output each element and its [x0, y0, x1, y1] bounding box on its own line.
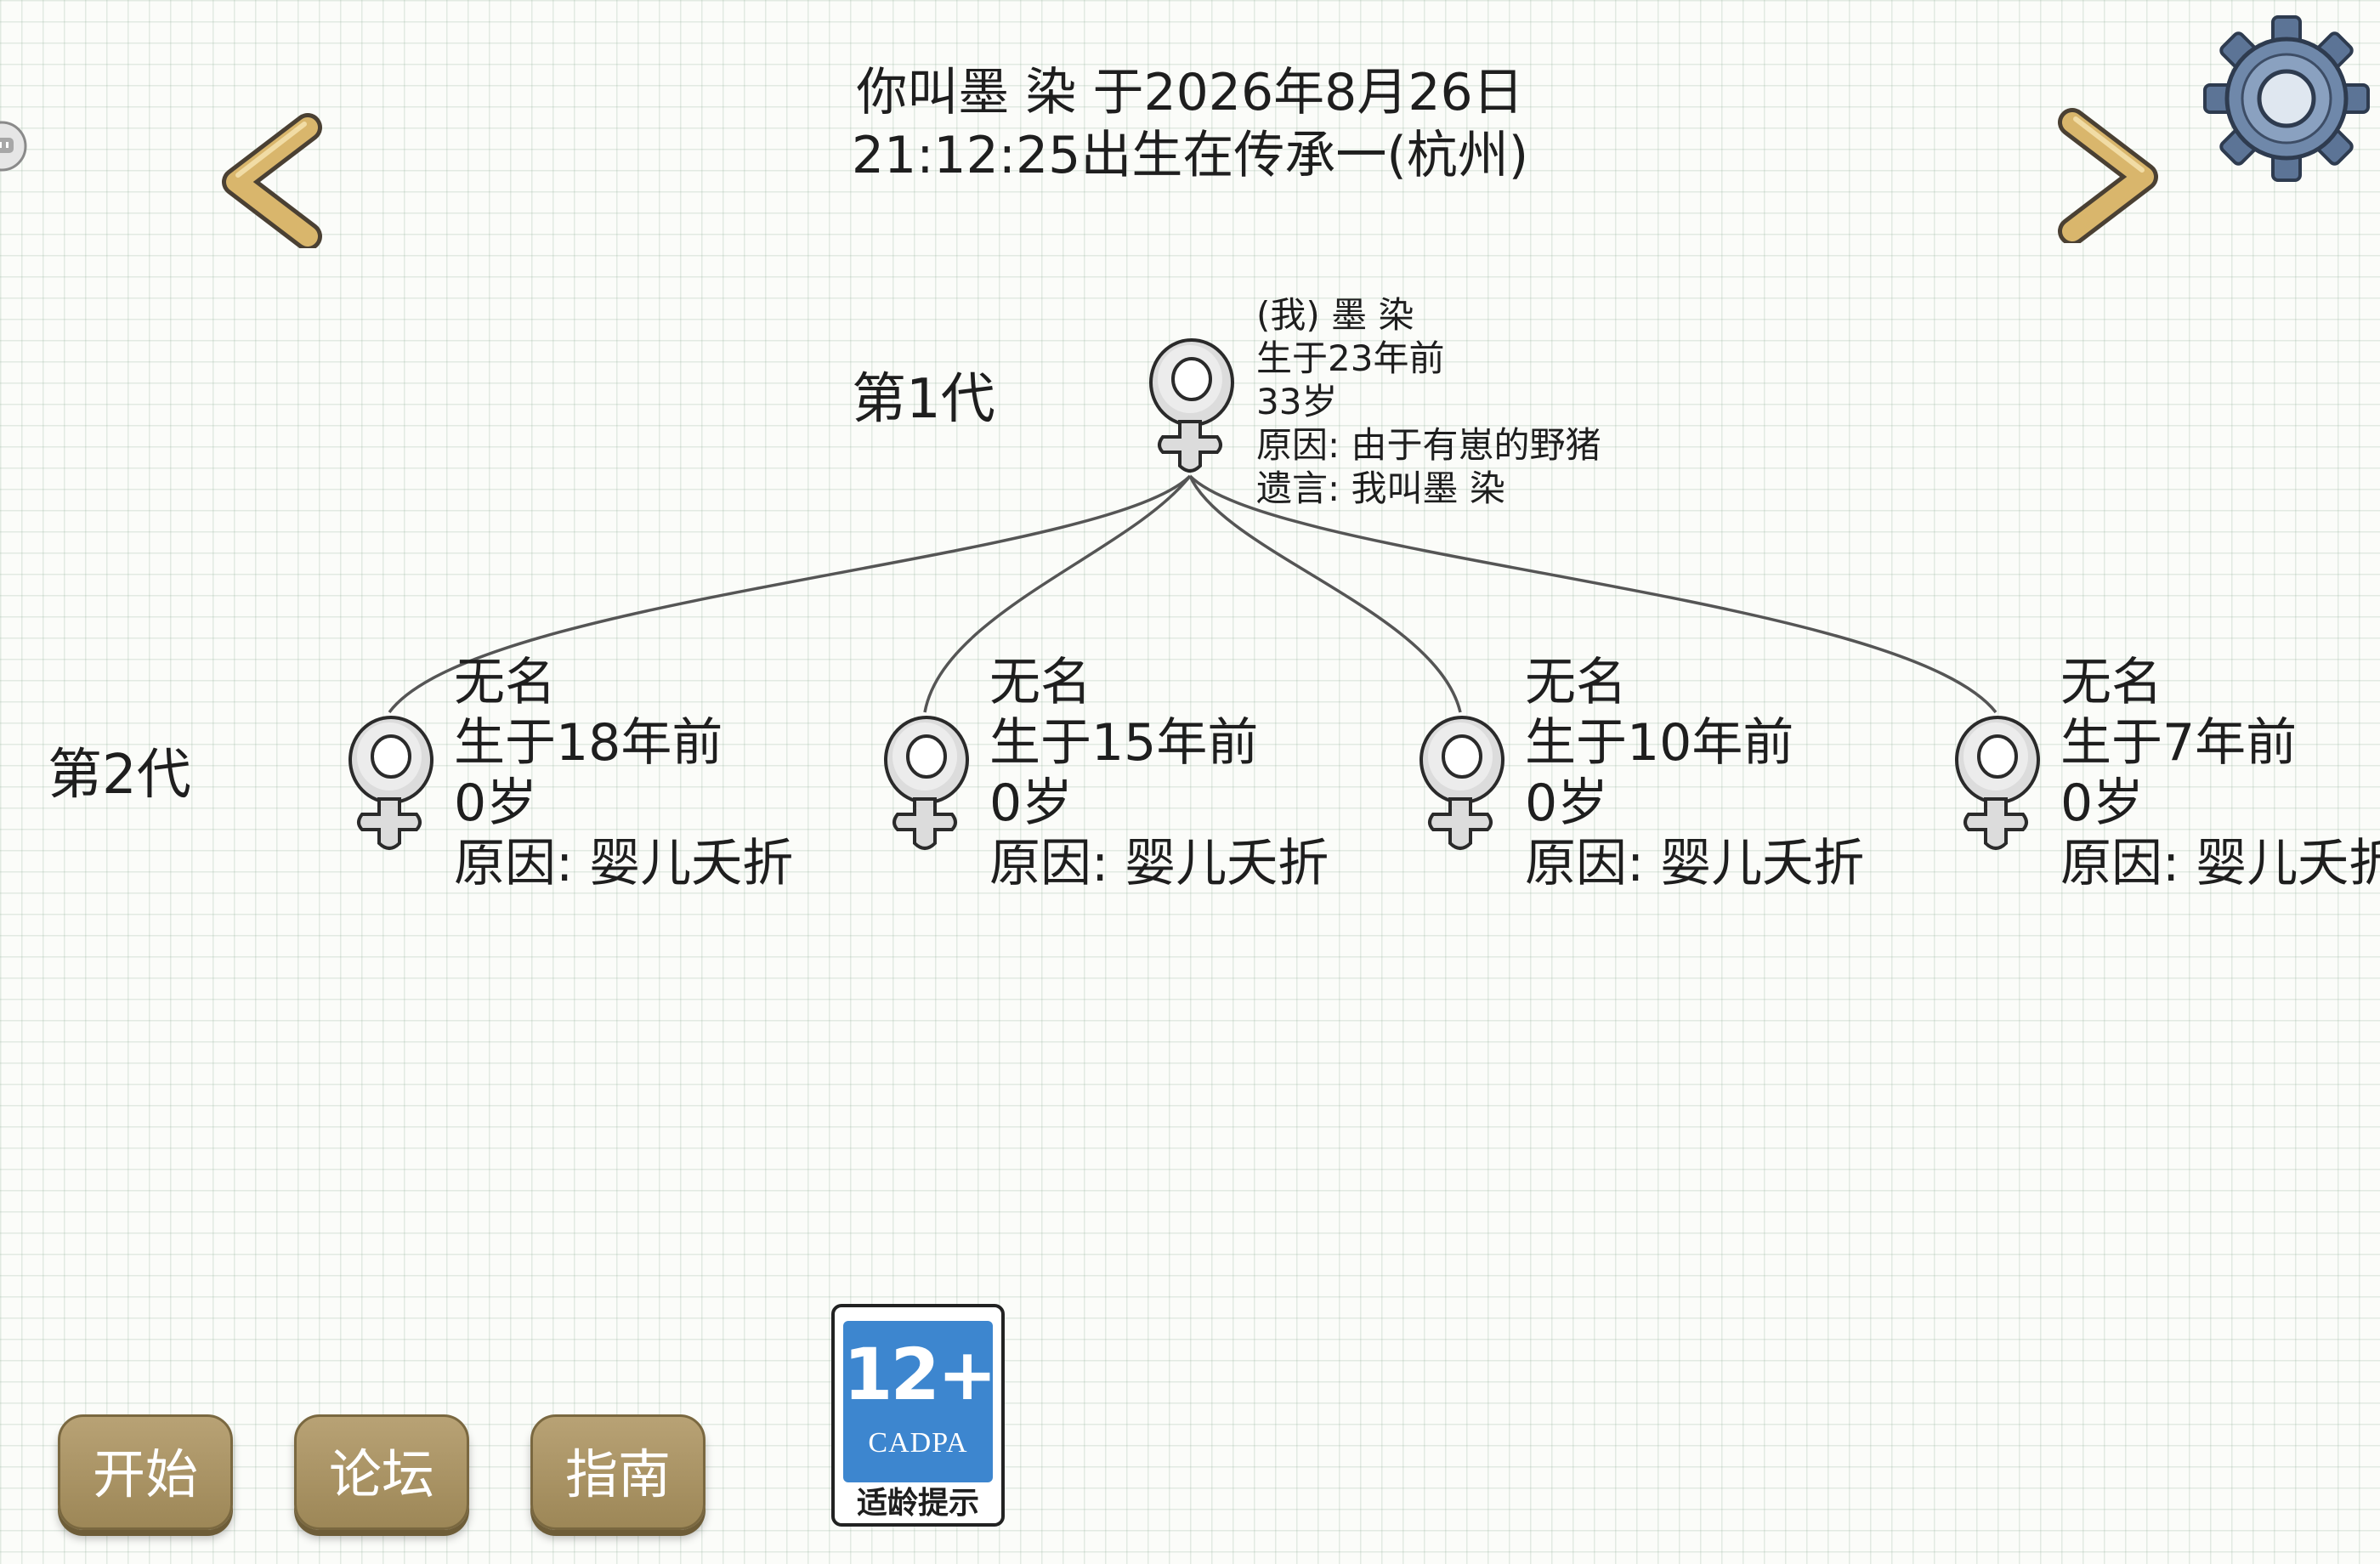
birth-info-line1: 你叫墨 染 于2026年8月26日 [856, 63, 1524, 122]
female-symbol-icon [884, 716, 969, 850]
previous-generation-button[interactable] [212, 112, 323, 248]
child-3-info: 无名 生于10年前 0岁 原因: 婴儿夭折 [1525, 653, 1864, 894]
chat-bubble-icon[interactable] [0, 117, 34, 175]
generation-1-label: 第1代 [852, 368, 995, 431]
child-1-born: 生于18年前 [454, 713, 723, 773]
guide-button[interactable]: 指南 [530, 1414, 706, 1530]
member-me-name: (我) 墨 染 [1256, 294, 1414, 336]
member-me-figure[interactable] [1144, 326, 1236, 476]
child-1-figure[interactable] [343, 704, 435, 853]
next-generation-button[interactable] [2057, 107, 2168, 243]
age-rating-badge[interactable]: 12+ CADPA 适龄提示 [831, 1304, 1005, 1527]
settings-button[interactable] [2203, 15, 2370, 182]
female-symbol-icon [1149, 338, 1234, 473]
age-rating-panel: 12+ CADPA [843, 1321, 997, 1482]
age-rating-org: CADPA [868, 1427, 968, 1459]
child-1-name: 无名 [454, 653, 556, 712]
child-3-cause: 原因: 婴儿夭折 [1525, 834, 1865, 893]
birth-info-header: 你叫墨 染 于2026年8月26日 21:12:25出生在传承一(杭州) [595, 61, 1785, 187]
child-2-cause: 原因: 婴儿夭折 [989, 834, 1329, 893]
child-4-info: 无名 生于7年前 0岁 原因: 婴儿夭折 [2060, 653, 2380, 894]
chevron-left-icon [222, 113, 322, 248]
child-3-name: 无名 [1525, 653, 1627, 712]
child-1-age: 0岁 [454, 774, 538, 833]
child-1-cause: 原因: 婴儿夭折 [454, 834, 794, 893]
forum-button[interactable]: 论坛 [294, 1414, 469, 1530]
member-me-will: 遗言: 我叫墨 染 [1256, 468, 1505, 509]
birth-info-line2: 21:12:25出生在传承一(杭州) [851, 126, 1529, 185]
child-3-figure[interactable] [1414, 704, 1506, 853]
age-rating-note: 适龄提示 [856, 1486, 979, 1521]
member-me-age: 33岁 [1256, 381, 1338, 422]
female-symbol-icon [348, 716, 434, 850]
member-me-cause: 原因: 由于有崽的野猪 [1256, 424, 1601, 466]
member-me-info: (我) 墨 染 生于23年前 33岁 原因: 由于有崽的野猪 遗言: 我叫墨 染 [1256, 293, 1601, 510]
generation-2-label: 第2代 [48, 744, 191, 807]
child-2-figure[interactable] [879, 704, 971, 853]
child-2-age: 0岁 [989, 774, 1074, 833]
child-4-age: 0岁 [2060, 774, 2145, 833]
child-4-figure[interactable] [1950, 704, 2042, 853]
child-3-age: 0岁 [1525, 774, 1609, 833]
female-symbol-icon [1420, 716, 1504, 850]
child-2-born: 生于15年前 [989, 713, 1259, 773]
female-symbol-icon [1955, 716, 2040, 850]
child-3-born: 生于10年前 [1525, 713, 1794, 773]
child-4-born: 生于7年前 [2060, 713, 2298, 773]
chevron-right-icon [2058, 108, 2158, 243]
child-2-info: 无名 生于15年前 0岁 原因: 婴儿夭折 [989, 653, 1329, 894]
child-4-name: 无名 [2060, 653, 2162, 712]
child-2-name: 无名 [989, 653, 1091, 712]
member-me-born: 生于23年前 [1256, 337, 1445, 379]
gear-icon [2203, 15, 2370, 182]
start-button[interactable]: 开始 [58, 1414, 233, 1530]
age-rating-value: 12+ [843, 1333, 997, 1416]
child-4-cause: 原因: 婴儿夭折 [2060, 834, 2380, 893]
child-1-info: 无名 生于18年前 0岁 原因: 婴儿夭折 [454, 653, 793, 894]
